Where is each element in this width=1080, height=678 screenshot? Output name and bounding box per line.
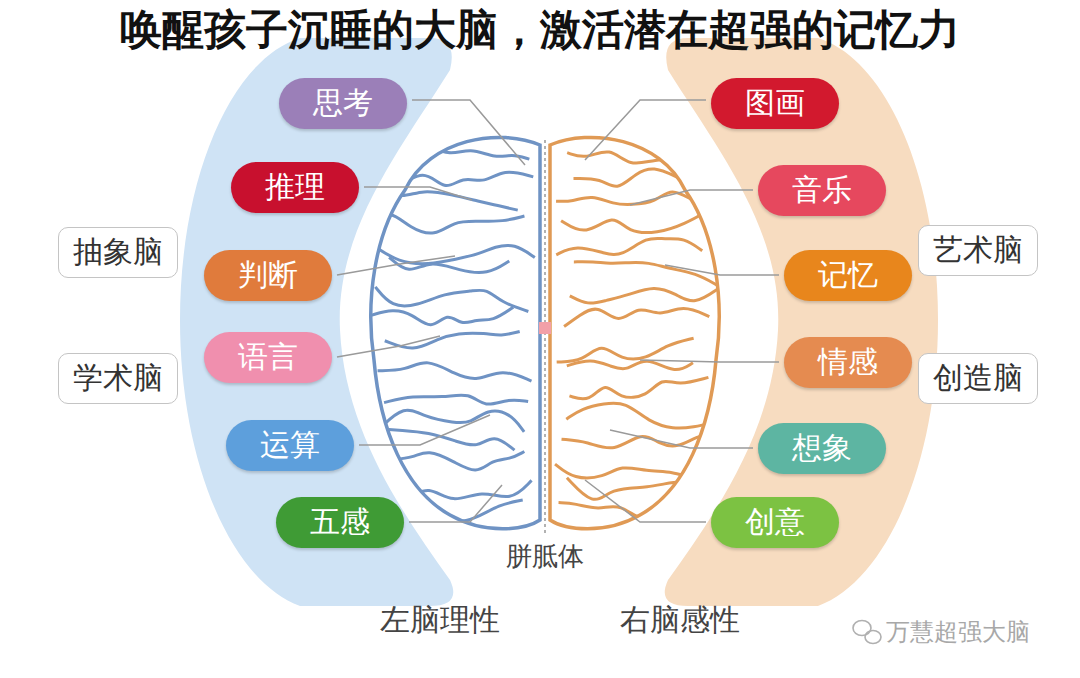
function-pill: 五感	[276, 497, 404, 548]
leader-line	[630, 190, 753, 205]
caption-label: 左脑理性	[380, 600, 500, 641]
gyrus-stroke	[561, 208, 712, 232]
node-text: 推理	[265, 167, 325, 208]
wechat-icon	[853, 621, 871, 636]
node-text: 学术脑	[73, 358, 163, 399]
gyrus-stroke	[555, 464, 718, 480]
gyrus-stroke	[384, 395, 528, 404]
node-text: 情感	[818, 342, 878, 383]
function-pill: 记忆	[784, 250, 912, 301]
leader-line	[640, 360, 779, 362]
function-pill: 音乐	[758, 165, 886, 216]
function-pill: 思考	[279, 78, 407, 129]
function-pill: 图画	[711, 78, 839, 129]
leader-lines	[337, 100, 779, 522]
node-text: 抽象脑	[73, 232, 163, 273]
node-text: 艺术脑	[933, 230, 1023, 271]
gyrus-stroke	[567, 478, 720, 500]
gyrus-stroke	[371, 480, 532, 498]
gyrus-stroke	[373, 245, 535, 264]
leader-line	[409, 485, 502, 522]
gyrus-stroke	[374, 214, 524, 233]
gyrus-stroke	[557, 338, 694, 362]
function-pill: 情感	[784, 337, 912, 388]
function-pill: 运算	[226, 420, 354, 471]
title: 唤醒孩子沉睡的大脑，激活潜在超强的记忆力	[120, 2, 960, 58]
gyrus-stroke	[562, 433, 716, 448]
gyrus-stroke	[379, 410, 524, 432]
gyrus-stroke	[371, 307, 513, 325]
gyrus-stroke	[567, 361, 693, 369]
leader-line	[665, 265, 779, 275]
gyrus-stroke	[378, 429, 515, 450]
function-pill: 判断	[204, 250, 332, 301]
brain-type-tag: 抽象脑	[58, 227, 178, 278]
gyrus-stroke	[574, 262, 718, 286]
gyrus-stroke	[385, 331, 520, 348]
watermark: 万慧超强大脑	[886, 616, 1030, 648]
gyrus-stroke	[378, 363, 532, 381]
leader-line	[337, 336, 440, 357]
wechat-icon	[865, 631, 881, 644]
wechat-icon	[853, 621, 881, 644]
midline	[544, 140, 546, 536]
caption-label: 胼胝体	[506, 539, 584, 574]
node-text: 记忆	[818, 255, 878, 296]
node-text: 创意	[745, 502, 805, 543]
node-text: 创造脑	[933, 358, 1023, 399]
gyrus-stroke	[559, 503, 712, 528]
node-text: 图画	[745, 83, 805, 124]
node-text: 想象	[792, 428, 852, 469]
node-text: 五感	[310, 502, 370, 543]
leader-line	[359, 415, 490, 445]
leader-line	[585, 480, 706, 522]
leader-line	[610, 430, 753, 448]
function-pill: 推理	[231, 162, 359, 213]
node-text: 思考	[313, 83, 373, 124]
brain-type-tag: 创造脑	[918, 353, 1038, 404]
leader-line	[337, 256, 455, 275]
caption-label: 右脑感性	[620, 600, 740, 641]
left-gyri	[371, 142, 535, 521]
gyrus-stroke	[570, 288, 719, 303]
gyrus-stroke	[566, 403, 717, 428]
node-text: 音乐	[792, 170, 852, 211]
right-band	[665, 38, 938, 606]
corpus-callosum-mark	[539, 322, 551, 334]
node-text: 判断	[238, 255, 298, 296]
function-pill: 创意	[711, 497, 839, 548]
right-hemisphere	[550, 137, 719, 528]
brain-type-tag: 艺术脑	[918, 225, 1038, 276]
node-text: 语言	[238, 337, 298, 378]
gyrus-stroke	[569, 377, 708, 398]
brain-type-tag: 学术脑	[58, 353, 178, 404]
function-pill: 想象	[758, 423, 886, 474]
gyrus-stroke	[380, 169, 534, 186]
node-text: 运算	[260, 425, 320, 466]
gyrus-stroke	[556, 238, 702, 255]
function-pill: 语言	[204, 332, 332, 383]
left-band	[180, 38, 453, 606]
gyrus-stroke	[564, 309, 709, 327]
gyrus-stroke	[389, 257, 509, 272]
leader-line	[412, 100, 525, 165]
gyrus-stroke	[375, 287, 528, 312]
leader-line	[364, 187, 472, 200]
leader-line	[585, 100, 706, 160]
left-hemisphere	[371, 137, 540, 528]
